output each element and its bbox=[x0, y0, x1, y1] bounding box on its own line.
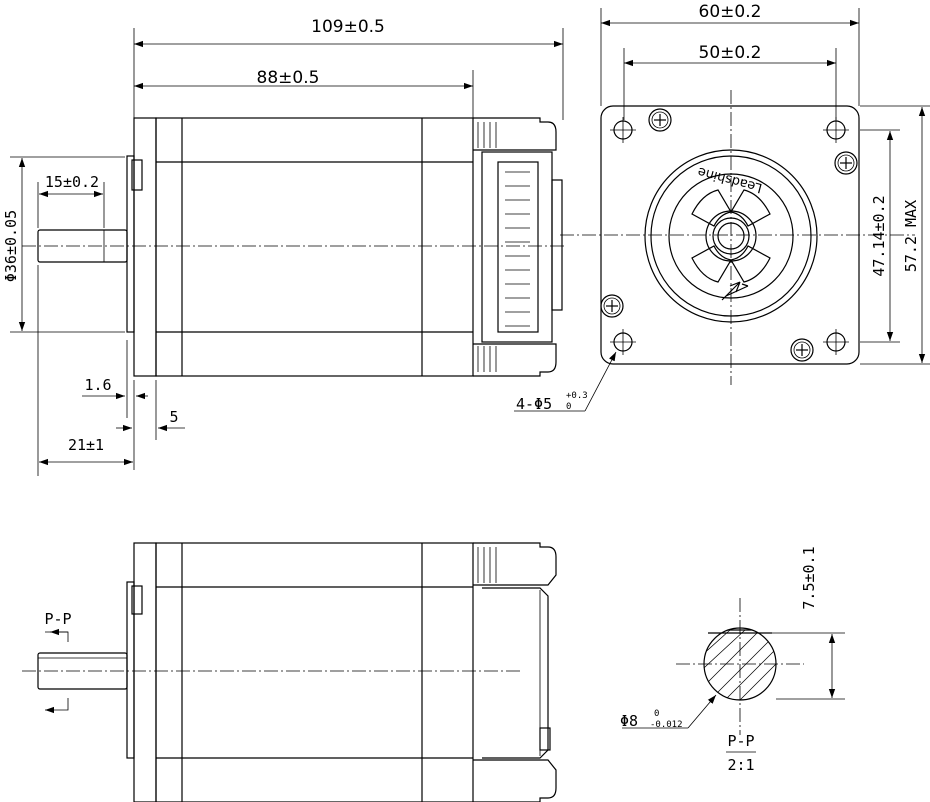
dim-flat-depth: 7.5±0.1 bbox=[800, 546, 818, 609]
dim-pilot-diameter: Φ36±0.05 bbox=[2, 210, 20, 282]
shaft-tol-upper: 0 bbox=[654, 709, 659, 719]
screw-icon bbox=[648, 108, 672, 132]
section-marker-label: P-P bbox=[44, 610, 71, 628]
shaft-diameter-spec: Φ8 bbox=[620, 712, 638, 730]
dim-shaft-flat-length: 15±0.2 bbox=[45, 173, 99, 191]
screw-icon bbox=[834, 151, 858, 175]
mounting-hole bbox=[823, 117, 849, 143]
mounting-hole bbox=[823, 329, 849, 355]
dim-flange-width: 60±0.2 bbox=[699, 2, 762, 22]
dim-vertical-hole-spacing: 47.14±0.2 bbox=[870, 195, 888, 276]
dim-shaft-length: 21±1 bbox=[68, 436, 104, 454]
mounting-hole bbox=[610, 117, 636, 143]
dim-height-max: 57.2 MAX bbox=[902, 200, 920, 272]
side-view bbox=[10, 28, 565, 476]
dim-flange-thickness: 5 bbox=[169, 408, 178, 426]
mounting-holes-tol-upper: +0.3 bbox=[566, 391, 588, 401]
detail-title: P-P bbox=[727, 732, 754, 750]
dim-hole-spacing: 50±0.2 bbox=[699, 43, 762, 63]
detail-scale: 2:1 bbox=[727, 756, 754, 774]
shaft-end bbox=[712, 217, 750, 255]
dim-pilot-height: 1.6 bbox=[84, 376, 111, 394]
front-view: Leadshine bbox=[514, 8, 930, 412]
mounting-holes-tol-lower: 0 bbox=[566, 402, 571, 412]
dim-body-length: 88±0.5 bbox=[257, 68, 320, 88]
screw-icon bbox=[600, 294, 624, 318]
dim-overall-length: 109±0.5 bbox=[311, 17, 385, 37]
encoder-cover bbox=[644, 149, 818, 323]
mounting-holes-spec: 4-Φ5 bbox=[516, 395, 552, 413]
brand-logo-text: Leadshine bbox=[696, 164, 764, 196]
shaft-tol-lower: -0.012 bbox=[650, 720, 683, 730]
screw-icon bbox=[790, 338, 814, 362]
mounting-hole bbox=[610, 329, 636, 355]
arrow-logo-icon bbox=[721, 281, 749, 301]
top-view bbox=[22, 542, 557, 802]
detail-view bbox=[622, 598, 845, 753]
connector bbox=[497, 161, 539, 333]
